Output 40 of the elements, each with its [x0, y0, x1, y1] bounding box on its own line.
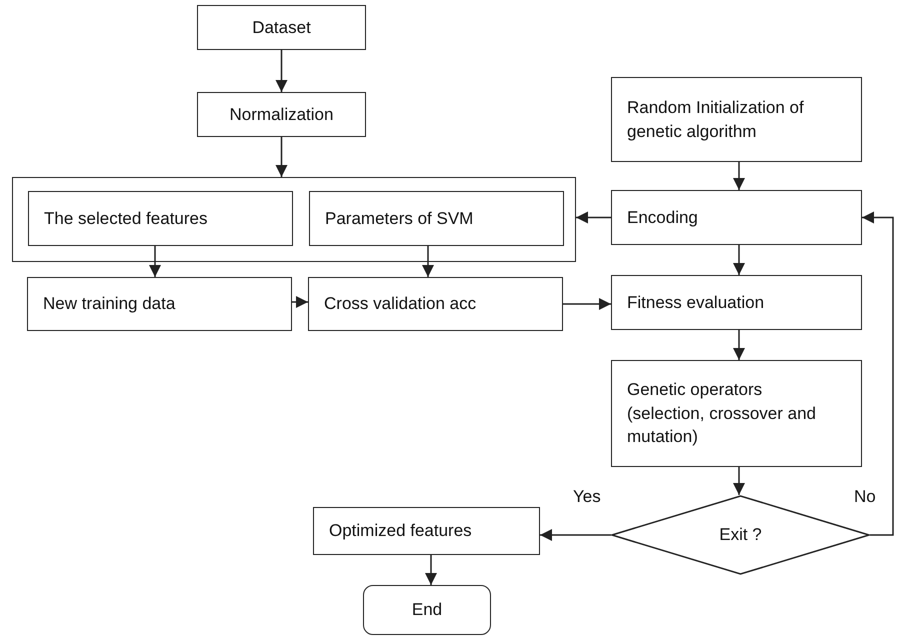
arrow	[733, 245, 745, 275]
process-box	[28, 191, 293, 246]
node-label: End	[412, 599, 442, 622]
process-box	[611, 360, 862, 467]
arrow	[276, 137, 288, 177]
process-box	[308, 277, 563, 331]
arrow	[733, 162, 745, 190]
arrow	[422, 245, 434, 277]
arrow	[540, 529, 611, 541]
arrow	[276, 50, 288, 92]
process-box	[313, 507, 540, 555]
process-box	[197, 92, 366, 137]
arrow	[576, 212, 611, 224]
terminal-box	[363, 585, 491, 635]
node-label: The selected features	[44, 208, 208, 230]
node-label: New training data	[43, 293, 176, 316]
node-label: Cross validation acc	[324, 293, 476, 316]
arrow	[292, 296, 308, 308]
process-box	[309, 191, 564, 246]
arrow	[733, 330, 745, 360]
node-label: Parameters of SVM	[325, 208, 474, 230]
node-label: Encoding	[627, 206, 698, 229]
arrow	[862, 212, 894, 536]
process-box	[611, 275, 862, 330]
node-label: Dataset	[252, 16, 311, 39]
node-label: Genetic operators (selection, crossover and mutation)	[627, 378, 817, 448]
arrow	[563, 298, 611, 310]
arrow	[733, 467, 745, 495]
process-box	[197, 5, 366, 50]
node-label: Normalization	[230, 104, 334, 126]
arrow	[149, 245, 161, 277]
process-box	[27, 277, 292, 331]
node-label: Random Initialization of genetic algorithm	[627, 96, 805, 142]
process-box	[611, 77, 862, 162]
node-label: Fitness evaluation	[627, 292, 764, 314]
node-label: Optimized features	[329, 520, 472, 542]
process-box	[611, 190, 862, 245]
node-label: Exit ?	[719, 524, 762, 546]
arrow	[425, 555, 437, 585]
group-box	[12, 177, 576, 262]
